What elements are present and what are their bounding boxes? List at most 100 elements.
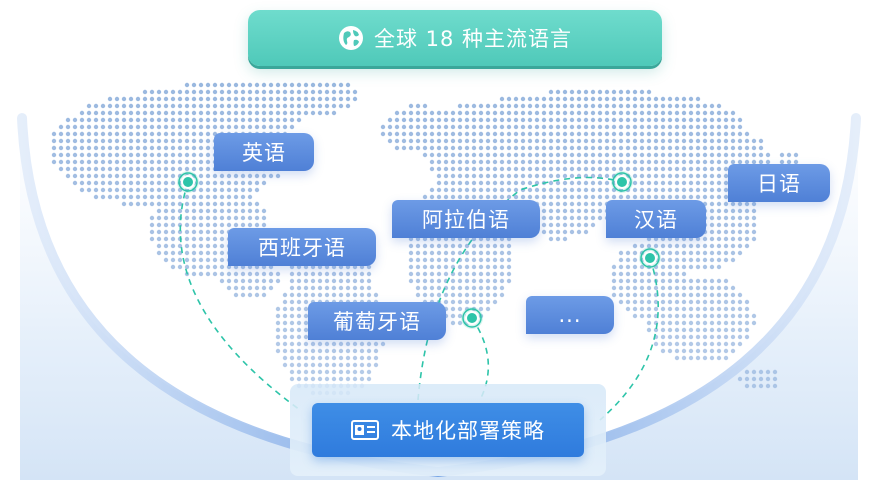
map-dot — [317, 103, 323, 109]
map-dot — [611, 264, 617, 270]
map-dot — [464, 138, 470, 144]
map-dot — [485, 166, 491, 172]
map-dot — [457, 313, 463, 319]
map-dot — [205, 187, 211, 193]
map-dot — [681, 152, 687, 158]
map-dot — [58, 152, 64, 158]
map-dot — [345, 292, 351, 298]
map-dot — [604, 89, 610, 95]
map-dot — [429, 110, 435, 116]
map-dot — [149, 194, 155, 200]
map-dot — [219, 208, 225, 214]
map-dot — [261, 96, 267, 102]
map-dot — [149, 89, 155, 95]
map-dot — [205, 96, 211, 102]
map-dot — [296, 110, 302, 116]
map-dot — [212, 257, 218, 263]
map-dot — [72, 131, 78, 137]
map-dot — [562, 215, 568, 221]
map-dot — [212, 194, 218, 200]
map-dot — [660, 313, 666, 319]
map-dot — [317, 348, 323, 354]
map-dot — [723, 306, 729, 312]
map-dot — [156, 208, 162, 214]
map-dot — [65, 166, 71, 172]
map-dot — [303, 285, 309, 291]
map-dot — [359, 271, 365, 277]
map-dot — [604, 187, 610, 193]
map-dot — [450, 159, 456, 165]
map-dot — [226, 285, 232, 291]
map-dot — [415, 145, 421, 151]
map-dot — [583, 103, 589, 109]
map-dot — [716, 313, 722, 319]
map-dot — [100, 131, 106, 137]
map-dot — [233, 222, 239, 228]
map-dot — [639, 194, 645, 200]
map-dot — [737, 327, 743, 333]
map-dot — [212, 229, 218, 235]
map-dot — [457, 173, 463, 179]
map-dot — [653, 341, 659, 347]
map-dot — [436, 173, 442, 179]
map-dot — [268, 82, 274, 88]
map-dot — [555, 124, 561, 130]
map-dot — [457, 110, 463, 116]
map-dot — [730, 110, 736, 116]
map-dot — [205, 194, 211, 200]
map-dot — [205, 229, 211, 235]
map-dot — [688, 250, 694, 256]
map-dot — [212, 271, 218, 277]
map-dot — [653, 152, 659, 158]
map-dot — [324, 82, 330, 88]
map-dot — [436, 264, 442, 270]
map-dot — [632, 306, 638, 312]
map-dot — [646, 89, 652, 95]
map-dot — [170, 250, 176, 256]
map-dot — [709, 355, 715, 361]
map-dot — [163, 208, 169, 214]
map-dot — [177, 257, 183, 263]
map-dot — [478, 152, 484, 158]
map-dot — [422, 271, 428, 277]
map-dot — [702, 166, 708, 172]
map-dot — [184, 257, 190, 263]
map-dot — [177, 243, 183, 249]
map-dot — [576, 229, 582, 235]
map-dot — [345, 355, 351, 361]
map-dot — [744, 236, 750, 242]
map-dot — [590, 166, 596, 172]
map-dot — [569, 89, 575, 95]
map-dot — [562, 103, 568, 109]
localization-strategy-button[interactable]: 本地化部署策略 — [312, 403, 584, 457]
map-dot — [681, 159, 687, 165]
map-dot — [548, 222, 554, 228]
map-dot — [737, 152, 743, 158]
map-dot — [254, 187, 260, 193]
map-dot — [597, 159, 603, 165]
map-dot — [303, 306, 309, 312]
map-dot — [345, 271, 351, 277]
map-dot — [184, 110, 190, 116]
map-dot — [373, 348, 379, 354]
map-dot — [681, 257, 687, 263]
map-dot — [723, 208, 729, 214]
map-dot — [107, 138, 113, 144]
map-dot — [660, 110, 666, 116]
map-dot — [562, 201, 568, 207]
map-dot — [576, 159, 582, 165]
map-dot — [646, 278, 652, 284]
map-dot — [429, 250, 435, 256]
map-dot — [219, 173, 225, 179]
map-dot — [184, 208, 190, 214]
map-dot — [240, 285, 246, 291]
map-dot — [219, 124, 225, 130]
map-dot — [436, 243, 442, 249]
map-dot — [492, 264, 498, 270]
map-dot — [492, 145, 498, 151]
map-dot — [604, 103, 610, 109]
map-dot — [247, 103, 253, 109]
map-dot — [506, 278, 512, 284]
map-dot — [128, 124, 134, 130]
map-dot — [345, 369, 351, 375]
